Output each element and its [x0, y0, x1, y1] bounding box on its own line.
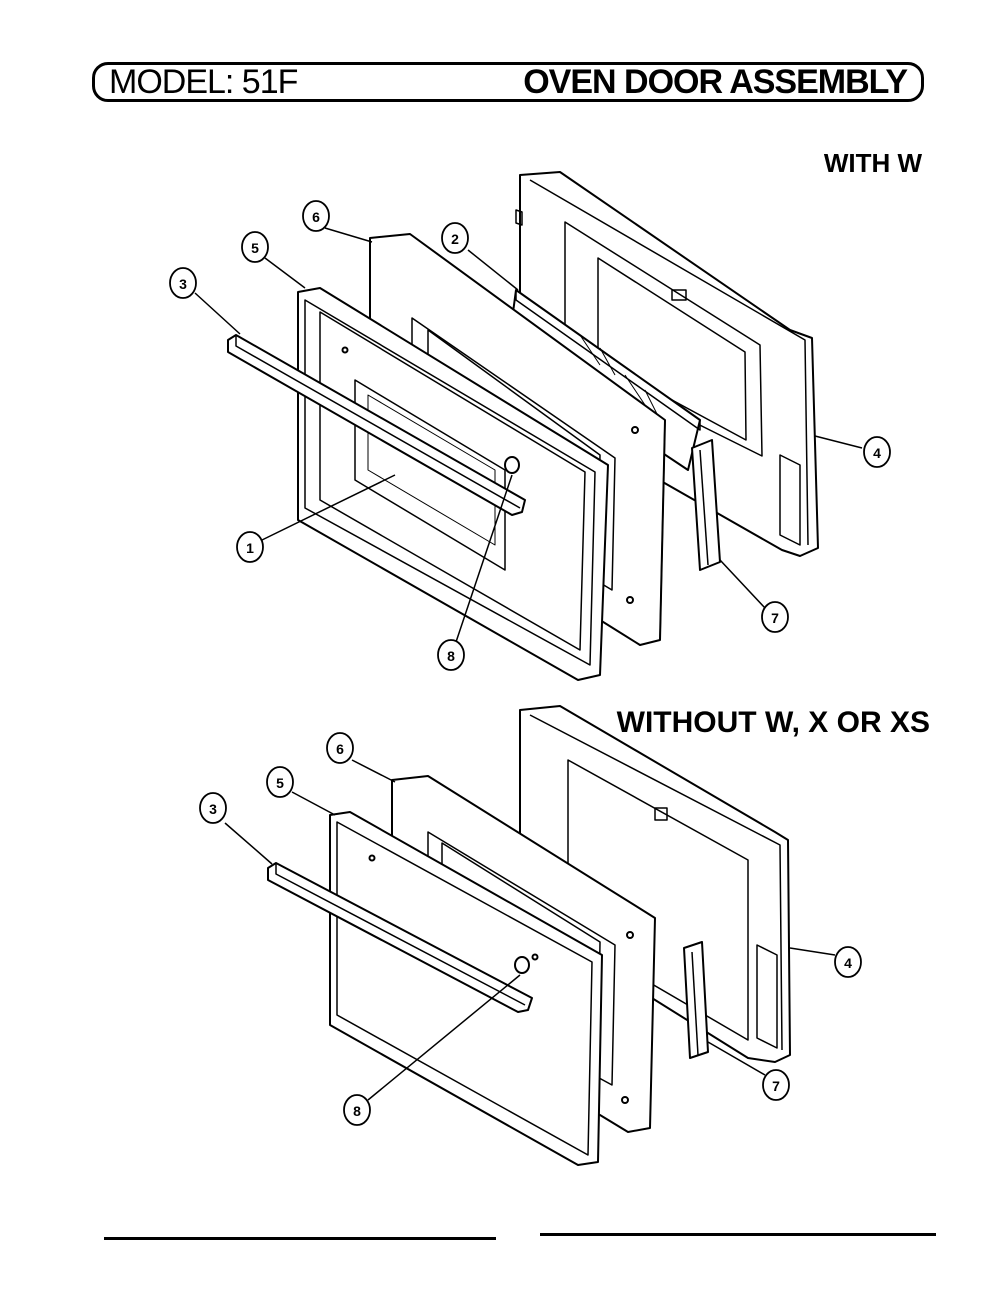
top-assembly — [194, 171, 863, 681]
part-3-handle — [227, 334, 526, 516]
callout-4-top — [863, 436, 891, 468]
part-5-door-b — [329, 811, 603, 1166]
callout-label: 4 — [873, 445, 881, 461]
part-5-door — [297, 287, 609, 681]
callout-4-bottom — [834, 946, 862, 978]
callout-label: 5 — [276, 775, 284, 791]
callout-label: 3 — [179, 276, 187, 292]
callout-label: 4 — [844, 955, 852, 971]
callout-label: 1 — [246, 540, 254, 556]
callout-8-bottom — [343, 1094, 371, 1126]
callout-6-bottom — [326, 732, 354, 764]
callout-7-top — [761, 601, 789, 633]
callout-5-bottom — [266, 766, 294, 798]
callout-label: 2 — [451, 231, 459, 247]
variant-label-without: WITHOUT W, X OR XS — [616, 706, 930, 739]
part-8-knob — [504, 456, 520, 474]
callout-label: 7 — [771, 610, 779, 626]
section-title: OVEN DOOR ASSEMBLY — [523, 62, 908, 101]
callout-1-top — [236, 531, 264, 563]
callout-8-top — [437, 639, 465, 671]
callout-6-top — [302, 200, 330, 232]
model-label: MODEL: 51F — [109, 62, 298, 101]
callout-2-top — [441, 222, 469, 254]
title-bar: MODEL: 51F OVEN DOOR ASSEMBLY — [92, 62, 924, 102]
part-4-liner — [515, 171, 819, 557]
callout-label: 8 — [447, 648, 455, 664]
footer-rule-left — [104, 1237, 496, 1240]
callout-label: 8 — [353, 1103, 361, 1119]
callout-5-top — [241, 231, 269, 263]
callout-label: 6 — [312, 209, 320, 225]
callout-label: 6 — [336, 741, 344, 757]
callout-label: 7 — [772, 1078, 780, 1094]
part-7-hinge-b — [683, 941, 709, 1059]
part-3-handle-b — [267, 862, 533, 1013]
part-8-knob-b — [514, 956, 530, 974]
callout-3-bottom — [199, 792, 227, 824]
variant-label-with-w: WITH W — [823, 148, 922, 178]
callout-3-top — [169, 267, 197, 299]
callout-label: 3 — [209, 801, 217, 817]
footer-rule-right — [540, 1233, 936, 1236]
callout-7-bottom — [762, 1069, 790, 1101]
part-7-hinge — [691, 439, 721, 571]
bottom-assembly — [224, 705, 836, 1166]
callout-label: 5 — [251, 240, 259, 256]
